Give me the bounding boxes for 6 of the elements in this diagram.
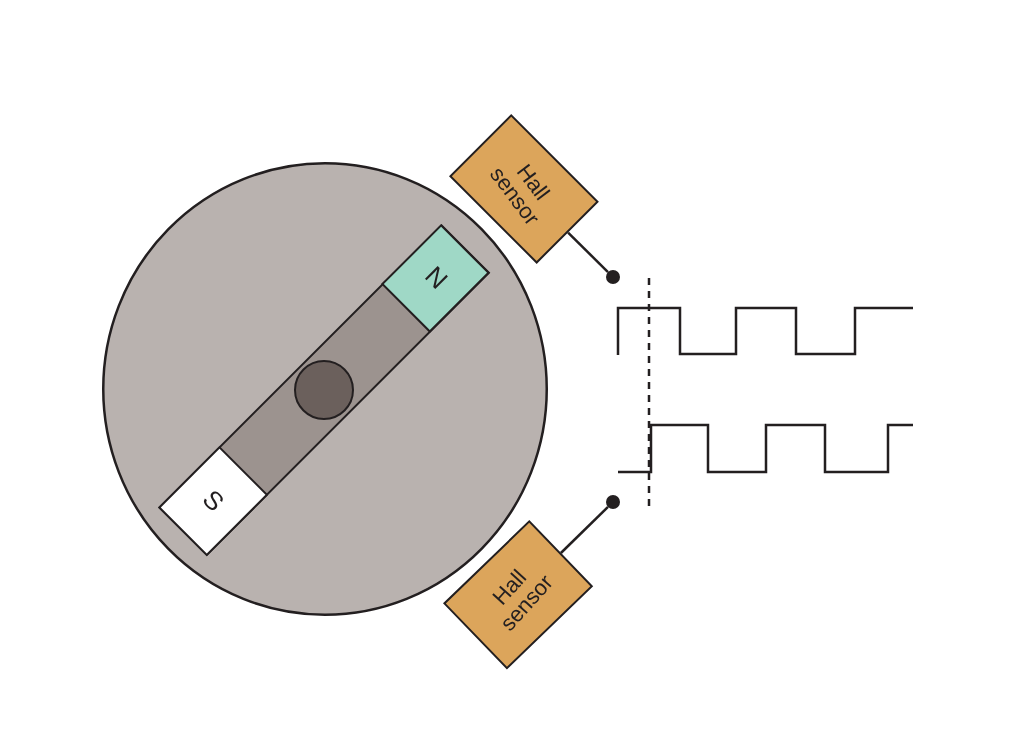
south-pole: S [157,445,269,557]
dot-icon [606,270,620,284]
connector-line [560,506,609,554]
dot-icon [606,495,620,509]
connector-line [567,231,609,273]
north-pole: N [381,223,491,333]
